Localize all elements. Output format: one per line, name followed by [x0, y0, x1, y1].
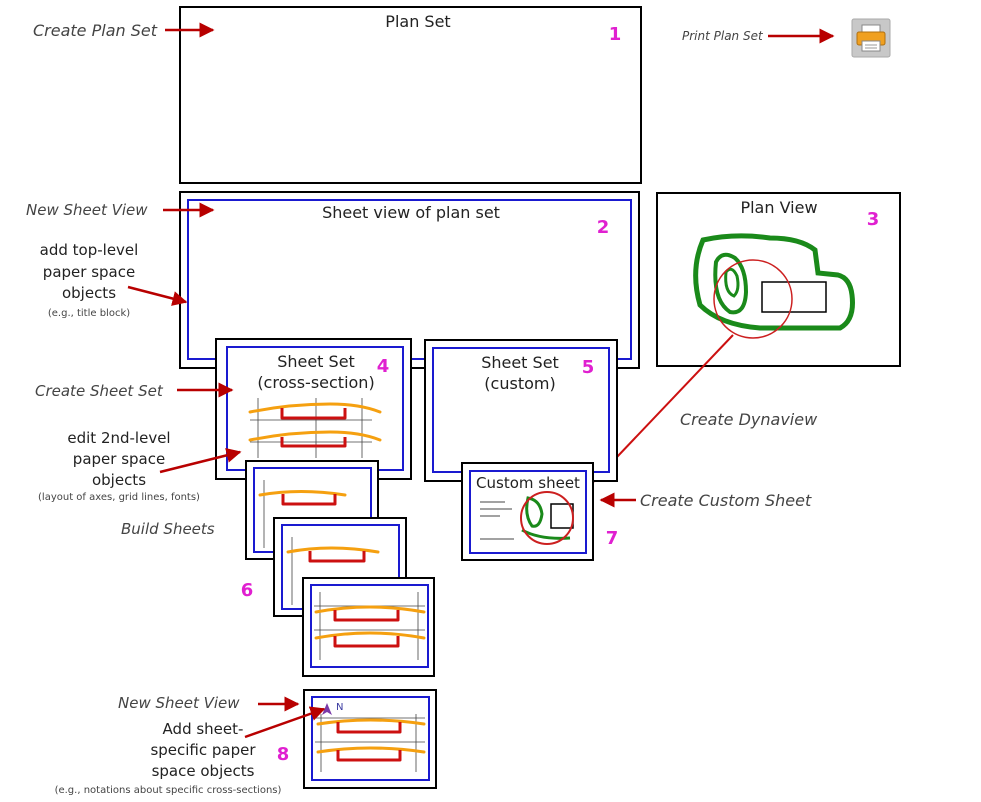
edit-second-level-arrow	[159, 447, 242, 474]
dynaview-window-rect	[761, 281, 827, 313]
custom-sheet-text-lines	[480, 501, 514, 540]
print-plan-set-label: Print Plan Set	[682, 29, 764, 43]
plan-set-box[interactable]: Plan Set 1	[179, 6, 642, 184]
custom-sheet-title: Custom sheet	[476, 474, 580, 492]
svg-text:paper space: paper space	[73, 450, 165, 468]
svg-text:add top-level: add top-level	[40, 241, 139, 259]
svg-text:paper space: paper space	[43, 263, 135, 281]
sheet-view-title: Sheet view of plan set	[322, 203, 500, 222]
step-number-8: 8	[277, 744, 290, 765]
printer-icon[interactable]	[851, 18, 891, 58]
edit-second-level-annotation: edit 2nd-level paper space objects (layo…	[38, 429, 200, 503]
plan-view-title: Plan View	[740, 198, 817, 217]
svg-text:(layout of axes, grid lines, f: (layout of axes, grid lines, fonts)	[38, 492, 200, 503]
step-number-6: 6	[241, 580, 254, 601]
add-top-level-annotation: add top-level paper space objects (e.g.,…	[40, 241, 139, 319]
svg-text:Sheet Set: Sheet Set	[277, 352, 355, 371]
add-sheet-specific-arrow	[244, 706, 326, 739]
svg-text:(e.g., notations about specifi: (e.g., notations about specific cross-se…	[55, 785, 282, 796]
plan-set-title: Plan Set	[385, 12, 450, 31]
sheet-set-custom-box[interactable]: Sheet Set (custom) 5	[424, 339, 618, 482]
sheet-set-cross-section-box[interactable]: Sheet Set (cross-section) 4	[215, 338, 412, 480]
svg-text:(cross-section): (cross-section)	[257, 373, 374, 392]
custom-sheet-box[interactable]: Custom sheet	[461, 462, 594, 561]
new-sheet-view-top-label: New Sheet View	[26, 201, 148, 219]
step-number-1: 1	[609, 24, 622, 45]
dynaview-inset	[520, 491, 574, 545]
svg-text:(custom): (custom)	[484, 374, 555, 393]
new-sheet-view-bottom-label: New Sheet View	[118, 694, 240, 712]
stacked-sheet-3	[302, 577, 435, 677]
svg-text:Sheet Set: Sheet Set	[481, 353, 559, 372]
build-sheets-stack[interactable]	[245, 460, 435, 677]
create-sheet-set-label: Create Sheet Set	[35, 382, 164, 400]
svg-text:space objects: space objects	[152, 762, 255, 780]
build-sheets-label: Build Sheets	[121, 520, 215, 538]
svg-text:(e.g., title block): (e.g., title block)	[48, 308, 130, 319]
dynaview-circle	[713, 259, 793, 339]
step-number-7: 7	[606, 528, 619, 549]
step-number-2: 2	[597, 217, 610, 238]
step-number-3: 3	[867, 209, 880, 230]
create-plan-set-label: Create Plan Set	[33, 21, 158, 40]
plan-view-box[interactable]: Plan View 3	[656, 192, 901, 367]
svg-text:Add sheet-: Add sheet-	[163, 720, 244, 738]
add-top-level-arrow	[127, 285, 188, 306]
create-dynaview-label: Create Dynaview	[680, 410, 818, 429]
step-number-4: 4	[377, 356, 390, 377]
svg-text:objects: objects	[62, 284, 116, 302]
plan-inner-shape	[713, 252, 749, 315]
svg-text:edit 2nd-level: edit 2nd-level	[67, 429, 170, 447]
final-sheet-box[interactable]: N	[303, 689, 437, 789]
step-number-5: 5	[582, 357, 595, 378]
plan-outline-shape	[693, 233, 855, 331]
final-cross-section-graphic	[315, 714, 426, 772]
add-sheet-specific-annotation: Add sheet- specific paper space objects …	[55, 720, 282, 796]
svg-text:specific paper: specific paper	[150, 741, 256, 759]
svg-text:objects: objects	[92, 471, 146, 489]
cross-section-graphic	[248, 398, 382, 458]
create-custom-sheet-label: Create Custom Sheet	[640, 491, 812, 510]
svg-text:N: N	[336, 702, 343, 713]
